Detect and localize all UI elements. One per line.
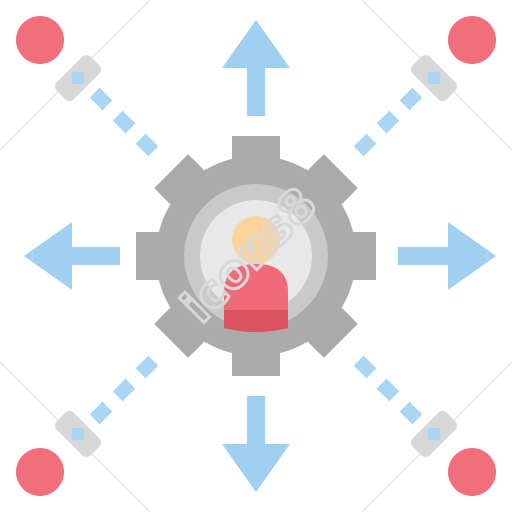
watermark-badges [55,55,457,457]
dashed-connector-lines [89,87,423,425]
node-bottom-right [448,448,496,496]
watermark-badge-top-right [411,55,457,101]
gear-tooth [295,154,358,217]
gear-tooth [154,295,217,358]
node-bottom-left [16,448,64,496]
watermark-badge-bottom-left [55,411,101,457]
node-top-right [448,16,496,64]
user-head [232,216,280,264]
watermark-badge-top-left [55,55,101,101]
arrow-up-icon [222,20,290,116]
dashed-line-bottom-right [353,355,423,425]
arrow-right-icon [398,222,496,290]
direction-arrows [24,20,496,492]
node-top-left [16,16,64,64]
arrow-down-icon [222,396,290,492]
user-icon [224,216,288,332]
corner-nodes [16,16,496,496]
watermark-badge-bottom-right [411,411,457,457]
dashed-line-bottom-left [89,355,159,425]
dashed-line-top-left [89,87,159,157]
gear-tooth [295,295,358,358]
arrow-left-icon [24,222,120,290]
dashed-line-top-right [353,87,423,157]
user-body-shadow [224,310,288,332]
